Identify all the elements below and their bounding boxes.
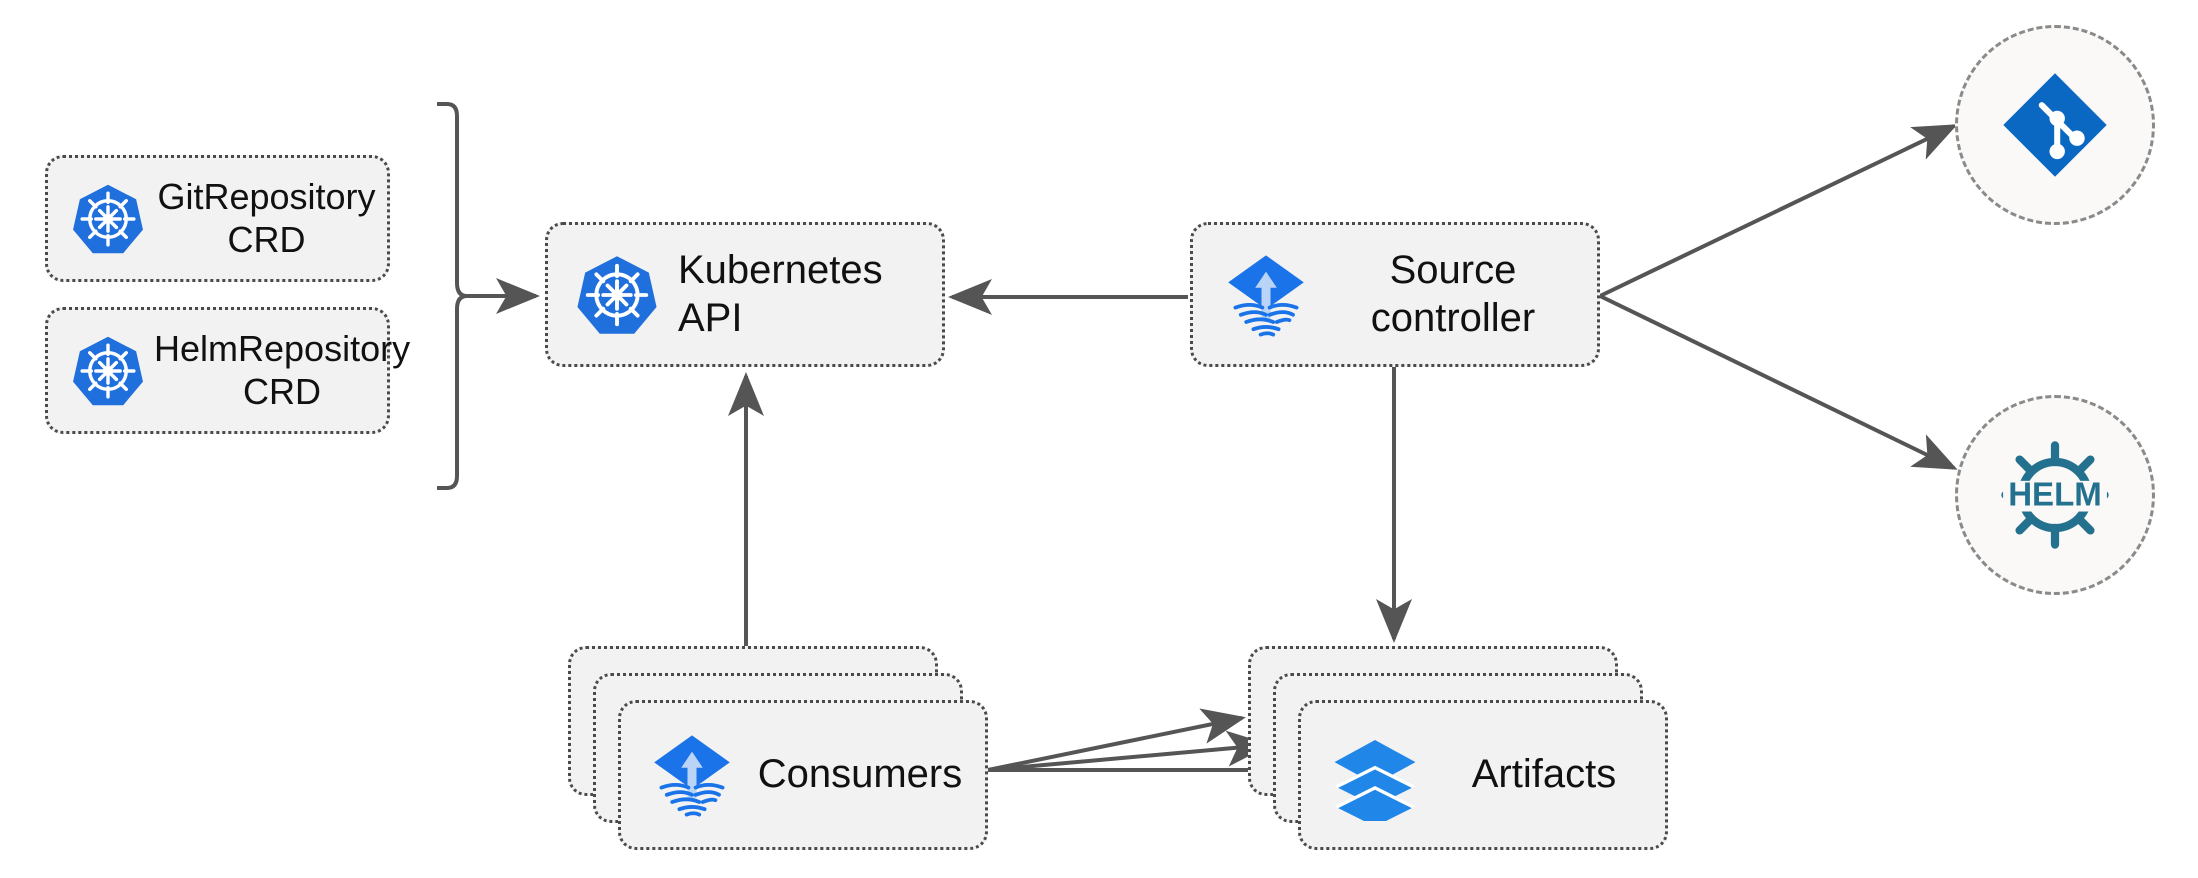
node-kubernetes-api[interactable]: Kubernetes API xyxy=(545,222,945,367)
kubernetes-icon xyxy=(574,252,660,338)
helm-wordmark: HELM xyxy=(2008,476,2102,513)
layers-icon xyxy=(1329,729,1421,821)
node-label: HelmRepository CRD xyxy=(154,328,411,412)
kubernetes-icon xyxy=(70,181,146,257)
edge-consumers-to-artifacts-1 xyxy=(987,708,1246,772)
flux-icon xyxy=(1221,250,1311,340)
crd-group-brace xyxy=(437,102,468,490)
node-source-controller[interactable]: Source controller xyxy=(1190,222,1600,367)
node-label: Source controller xyxy=(1370,248,1536,340)
edge-source-controller-to-git xyxy=(1599,124,1958,298)
node-label: Consumers xyxy=(757,752,963,797)
node-helm-repository[interactable]: HELM xyxy=(1955,395,2155,595)
node-helmrepository-crd[interactable]: HelmRepository CRD xyxy=(45,307,410,434)
node-label: Kubernetes API xyxy=(678,248,883,340)
kubernetes-icon xyxy=(70,333,146,409)
node-artifacts[interactable]: Artifacts xyxy=(1298,700,1668,850)
git-icon xyxy=(2000,70,2110,180)
flux-icon xyxy=(647,730,737,820)
node-gitrepository-crd[interactable]: GitRepository CRD xyxy=(45,155,390,282)
node-label: GitRepository CRD xyxy=(157,176,376,260)
node-consumers[interactable]: Consumers xyxy=(618,700,988,850)
node-label: Artifacts xyxy=(1471,752,1617,797)
edge-consumers-to-artifacts-2 xyxy=(987,730,1271,772)
helm-icon: HELM xyxy=(1996,436,2114,554)
node-git-repository[interactable] xyxy=(1955,25,2155,225)
edge-source-controller-to-helm xyxy=(1599,294,1958,470)
